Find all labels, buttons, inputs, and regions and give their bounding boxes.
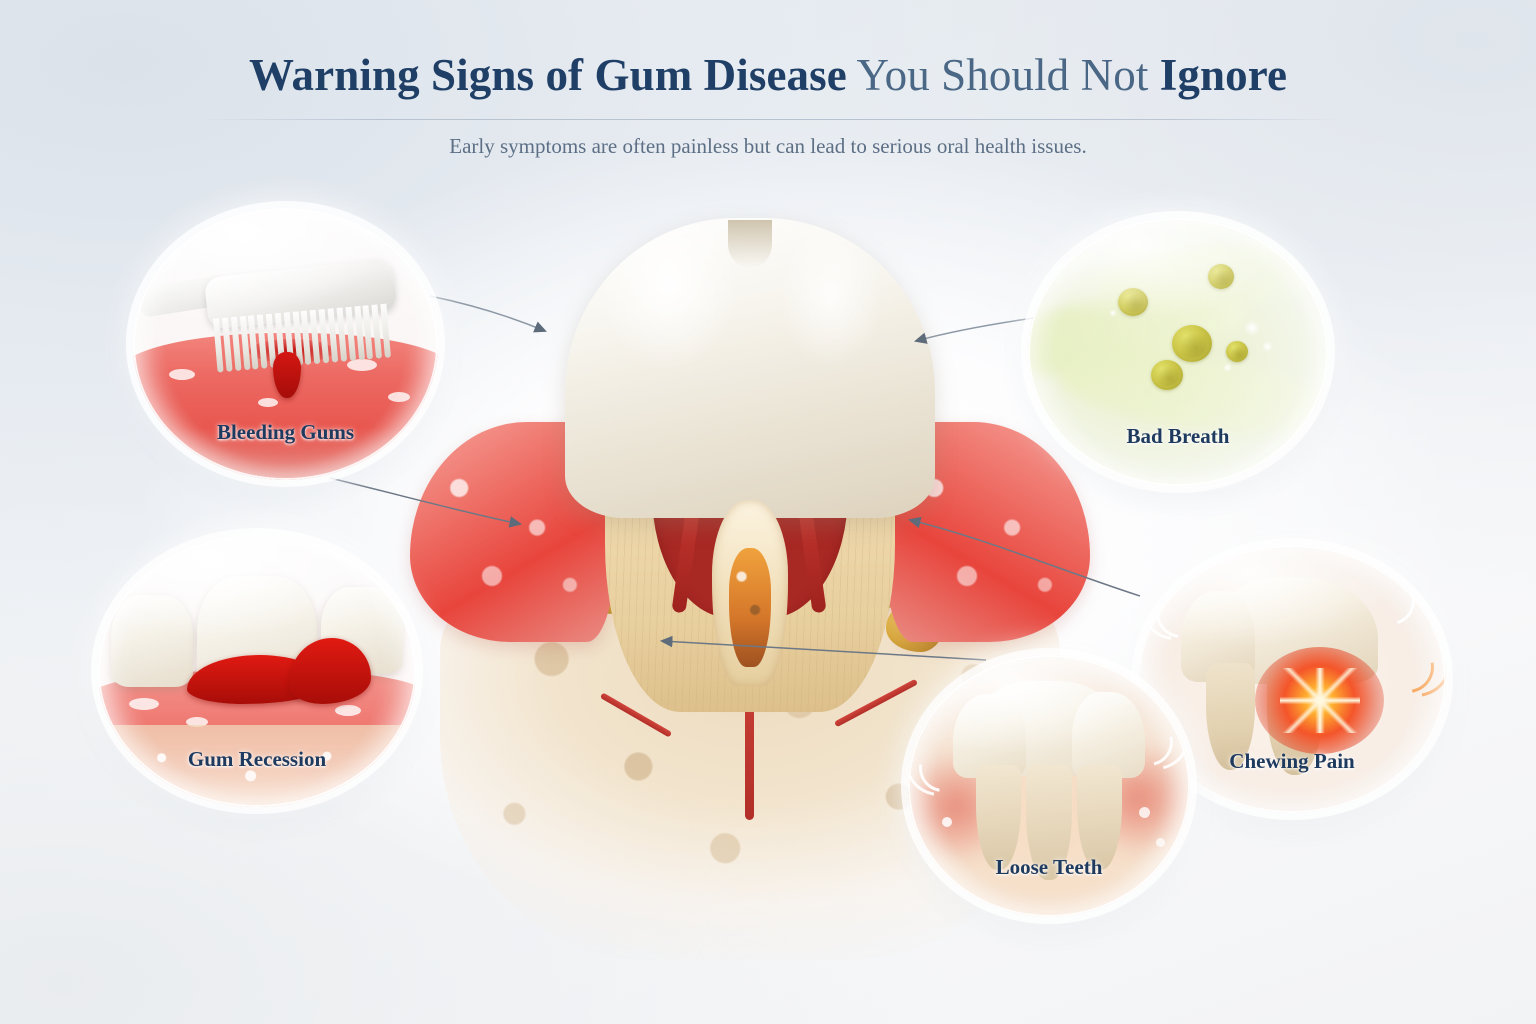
tissue-highlight: [387, 391, 410, 402]
callout-bad-breath[interactable]: Bad Breath: [1028, 218, 1328, 486]
tissue-highlight: [258, 398, 279, 408]
bleeding-gums-art: [133, 208, 438, 480]
callout-bleeding-gums[interactable]: Bleeding Gums: [133, 208, 438, 480]
tissue-highlight: [335, 704, 362, 716]
callout-loose-teeth[interactable]: Loose Teeth: [908, 655, 1190, 917]
page-subtitle: Early symptoms are often painless but ca…: [449, 134, 1087, 158]
bacteria-cluster: [1208, 263, 1234, 289]
title-part-strong-2: Ignore: [1159, 50, 1288, 100]
molar-root-center: [1026, 765, 1072, 881]
tissue-highlight: [128, 698, 159, 711]
page-title: Warning Signs of Gum Disease You Should …: [0, 0, 1536, 99]
enamel-crown: [565, 218, 935, 518]
gum-recession-art: [98, 535, 416, 807]
sparkle: [1223, 362, 1232, 372]
bacteria-cluster: [1118, 287, 1148, 316]
pain-starburst: [1279, 668, 1360, 733]
root-canal-branch: [797, 502, 827, 614]
bad-breath-art: [1028, 218, 1328, 486]
title-part-strong-1: Warning Signs of Gum Disease: [248, 50, 847, 100]
loose-teeth-art: [908, 655, 1190, 917]
tissue-highlight: [169, 369, 196, 380]
root-canal-branch: [671, 502, 702, 614]
cusp-notch: [727, 220, 773, 268]
root-canal-core: [712, 500, 788, 686]
title-part-light: You Should Not: [846, 50, 1160, 100]
bacteria-cluster: [1172, 325, 1212, 363]
tooth: [110, 594, 194, 688]
header-divider: [196, 119, 1344, 120]
callout-gum-recession[interactable]: Gum Recession: [98, 535, 416, 807]
blood-vessel: [745, 630, 754, 820]
exposed-bone-chips: [98, 725, 416, 807]
bacteria-cluster: [1151, 360, 1183, 391]
sparkle: [1244, 319, 1260, 336]
header: Warning Signs of Gum Disease You Should …: [0, 0, 1536, 99]
